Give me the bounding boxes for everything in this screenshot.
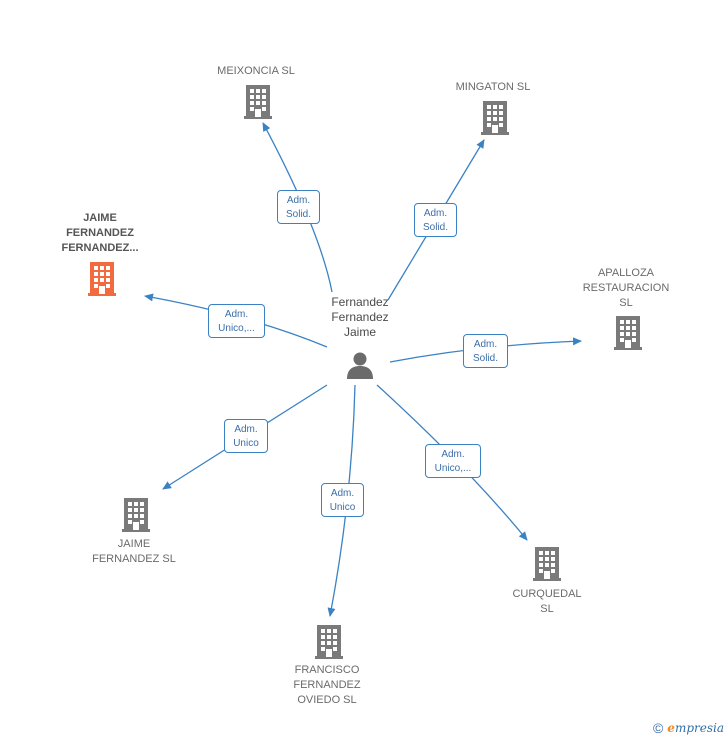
building-icon[interactable] (533, 547, 561, 581)
role-label[interactable]: Adm. Unico,... (425, 444, 481, 478)
company-francisco-name[interactable]: FRANCISCO FERNANDEZ OVIEDO SL (293, 664, 361, 706)
company-meixoncia-name[interactable]: MEIXONCIA SL (217, 65, 295, 77)
copyright-symbol: © (652, 720, 664, 736)
company-apalloza-name[interactable]: APALLOZA RESTAURACION SL (582, 267, 670, 309)
company-curquedal-name[interactable]: CURQUEDAL SL (512, 588, 582, 615)
empresia-logo[interactable]: empresia (667, 721, 724, 735)
building-icon[interactable] (614, 316, 642, 350)
role-label[interactable]: Adm. Unico (224, 419, 268, 453)
footer-brand: © empresia (653, 720, 724, 736)
company-jaime-fernandez-fernandez-name[interactable]: JAIME FERNANDEZ FERNANDEZ... (61, 212, 139, 254)
building-icon[interactable] (315, 625, 343, 659)
role-label[interactable]: Adm. Solid. (277, 190, 320, 224)
company-mingaton-name[interactable]: MINGATON SL (455, 81, 531, 93)
building-icon[interactable] (481, 101, 509, 135)
company-jaime-fernandez-sl-name[interactable]: JAIME FERNANDEZ SL (92, 538, 176, 565)
person-icon[interactable] (345, 350, 375, 380)
building-icon[interactable] (122, 498, 150, 532)
person-name[interactable]: Fernandez Fernandez Jaime (331, 295, 389, 339)
building-icon[interactable] (88, 262, 116, 296)
building-icon[interactable] (244, 85, 272, 119)
role-label[interactable]: Adm. Unico (321, 483, 364, 517)
role-label[interactable]: Adm. Unico,... (208, 304, 265, 338)
role-label[interactable]: Adm. Solid. (463, 334, 508, 368)
role-label[interactable]: Adm. Solid. (414, 203, 457, 237)
